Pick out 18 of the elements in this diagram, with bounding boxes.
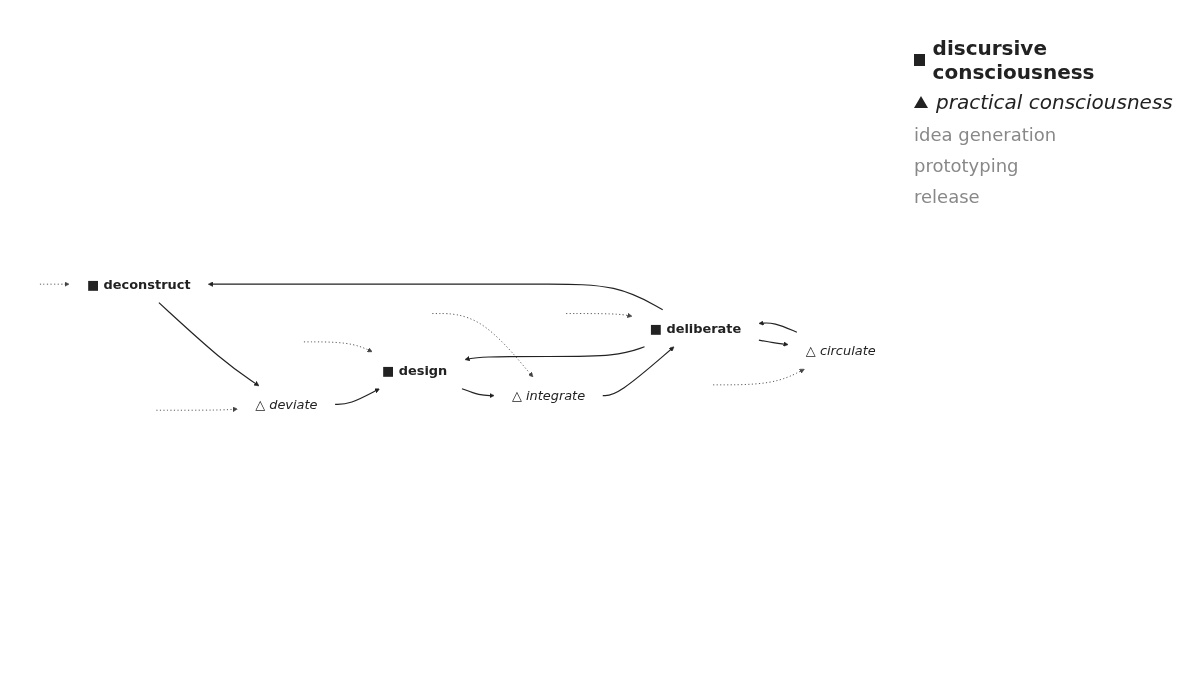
arrow [758,339,789,347]
node-text: ■ deliberate [649,320,742,336]
node-text: ■ design [382,362,448,378]
arrow [158,301,260,386]
phase-label: prototyping [914,155,1020,176]
arrow [464,345,646,361]
node-text: △ integrate [511,387,586,403]
arrow [602,346,675,396]
node-text: ■ deconstruct [86,276,191,292]
legend-text: practical consciousness [936,90,1173,114]
arrow [758,320,798,333]
arrow [207,281,664,311]
node-text: △ circulate [805,343,876,358]
arrow [461,387,495,398]
node-text: △ deviate [255,396,318,412]
phase-label: idea generation [914,124,1058,145]
phase-label: release [914,186,981,207]
arrow [334,388,380,405]
